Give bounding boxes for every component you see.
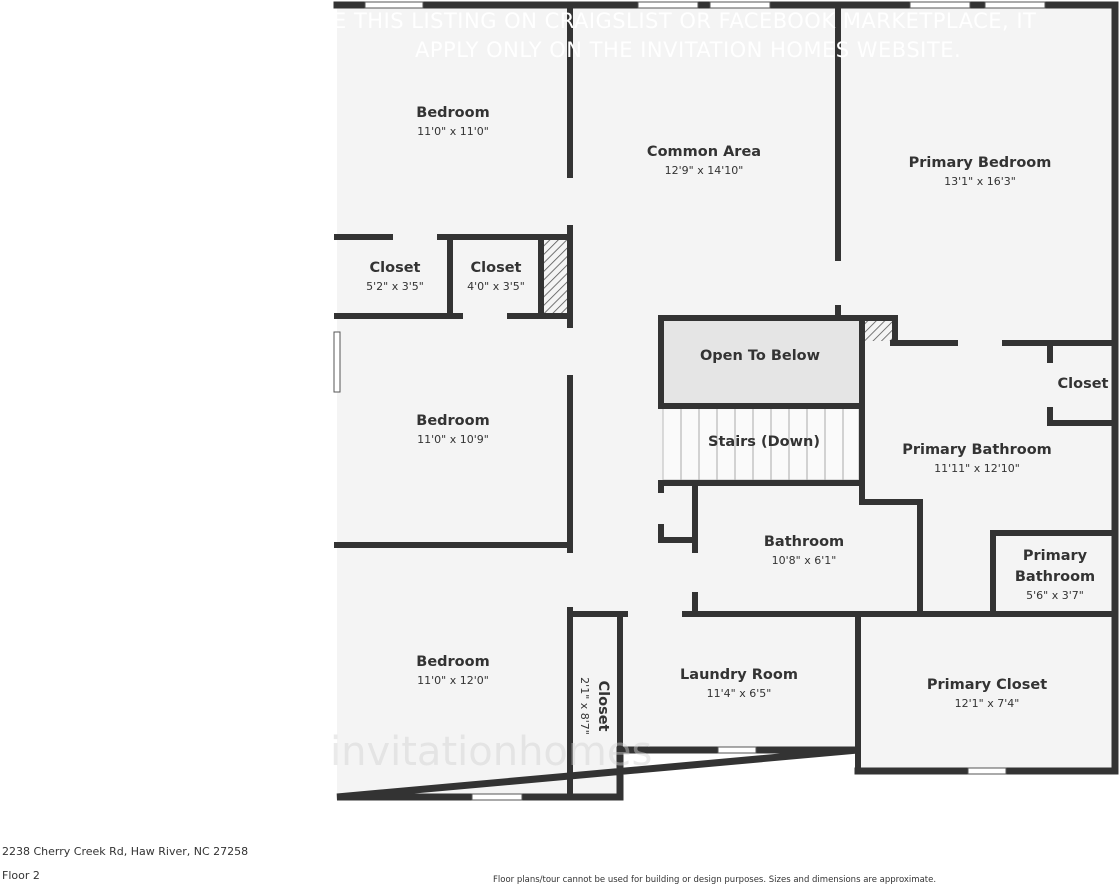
- room-dims-closet-vertical: 2'1" x 8'7": [578, 677, 591, 735]
- disclaimer-text: Floor plans/tour cannot be used for buil…: [493, 875, 937, 885]
- room-dims-bedroom-middle: 11'0" x 10'9": [417, 433, 489, 446]
- hatched-shaft-left: [541, 240, 568, 315]
- watermark: E THIS LISTING ON CRAIGSLIST OR FACEBOOK…: [330, 9, 1036, 775]
- room-name-bathroom: Bathroom: [764, 534, 844, 550]
- room-name-closet-primary-small: Closet: [1058, 376, 1109, 392]
- watermark-line-2: APPLY ONLY ON THE INVITATION HOMES WEBSI…: [415, 38, 961, 62]
- room-name-primary-closet: Primary Closet: [927, 677, 1047, 693]
- property-address: 2238 Cherry Creek Rd, Haw River, NC 2725…: [2, 845, 249, 858]
- room-name-stairs: Stairs (Down): [708, 434, 820, 450]
- watermark-logo: invitationhomes: [330, 729, 652, 775]
- room-dims-closet-a: 5'2" x 3'5": [366, 280, 424, 293]
- windows: [333, 1, 1046, 801]
- room-dims-primary-bathroom: 11'11" x 12'10": [934, 462, 1020, 475]
- room-dims-bathroom: 10'8" x 6'1": [772, 554, 837, 567]
- room-dims-closet-b: 4'0" x 3'5": [467, 280, 525, 293]
- room-name-closet-a: Closet: [370, 260, 421, 276]
- room-name-open-to-below: Open To Below: [700, 348, 820, 364]
- room-dims-primary-closet: 12'1" x 7'4": [955, 697, 1020, 710]
- room-name-bedroom-middle: Bedroom: [416, 413, 489, 429]
- room-name-primary-bathroom: Primary Bathroom: [902, 442, 1052, 458]
- room-dims-common-area: 12'9" x 14'10": [665, 164, 744, 177]
- room-name-common-area: Common Area: [647, 144, 761, 160]
- room-dims-bedroom-top: 11'0" x 11'0": [417, 125, 489, 138]
- room-name-bedroom-bottom: Bedroom: [416, 654, 489, 670]
- room-dims-primary-bedroom: 13'1" x 16'3": [944, 175, 1016, 188]
- room-name-closet-vertical: Closet: [595, 681, 611, 732]
- room-dims-laundry-room: 11'4" x 6'5": [707, 687, 772, 700]
- room-labels: Bedroom 11'0" x 11'0" Common Area 12'9" …: [366, 105, 1108, 735]
- open-to-below-area: [661, 318, 860, 403]
- room-name-closet-b: Closet: [471, 260, 522, 276]
- room-name-laundry-room: Laundry Room: [680, 667, 798, 683]
- room-name-primary-bathroom-small-2: Bathroom: [1015, 569, 1095, 585]
- stairs-treads: [662, 407, 860, 481]
- watermark-line-1: E THIS LISTING ON CRAIGSLIST OR FACEBOOK…: [333, 9, 1036, 33]
- room-name-primary-bathroom-small-1: Primary: [1023, 548, 1088, 564]
- room-name-bedroom-top: Bedroom: [416, 105, 489, 121]
- room-name-primary-bedroom: Primary Bedroom: [909, 155, 1052, 171]
- walls: [333, 1, 1119, 801]
- room-dims-bedroom-bottom: 11'0" x 12'0": [417, 674, 489, 687]
- room-dims-primary-bathroom-small: 5'6" x 3'7": [1026, 589, 1084, 602]
- floor-label: Floor 2: [2, 869, 40, 882]
